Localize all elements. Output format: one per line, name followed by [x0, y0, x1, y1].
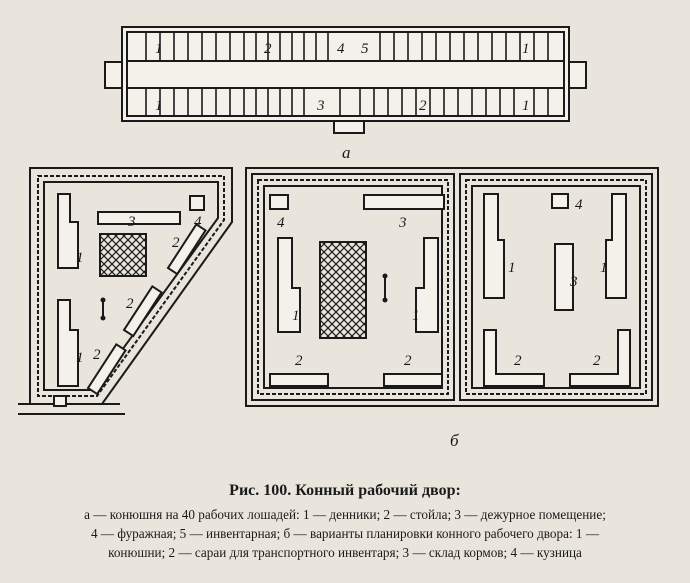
caption-line: 4 — фуражная; 5 — инвентарная; б — вариа…: [91, 526, 599, 541]
plan-b-label: 2: [93, 347, 101, 363]
shed: [483, 329, 545, 387]
well-icon: [382, 297, 388, 303]
stable-outer-wall: [121, 26, 570, 122]
plan-b-label: 4: [194, 214, 202, 230]
feed-store: [554, 243, 574, 311]
feed-store: [97, 211, 181, 225]
middle-inner-fence: [263, 185, 443, 389]
plan-a-label: 2: [264, 41, 272, 57]
plan-b-label: 3: [569, 274, 578, 290]
plan-a-stable: 1 2 4 5 1 1 3 2 1 а: [104, 26, 587, 162]
smithy: [189, 195, 205, 211]
shed: [166, 223, 207, 276]
smithy: [551, 193, 569, 209]
left-greenbelt: [37, 175, 225, 397]
plan-b-label: 2: [404, 353, 412, 369]
plan-b-label: 3: [398, 215, 407, 231]
stable-building: [57, 299, 79, 387]
plan-b-label: 1: [76, 350, 84, 366]
well-icon: [100, 297, 106, 303]
middle-outer-fence: [251, 173, 455, 401]
figure-title: Рис. 100. Конный рабочий двор:: [229, 482, 461, 499]
figure-caption: а — конюшня на 40 рабочих лошадей: 1 — д…: [8, 505, 682, 562]
caption-line: а — конюшня на 40 рабочих лошадей: 1 — д…: [84, 507, 606, 522]
well-icon: [100, 315, 106, 321]
left-inner-fence: [43, 181, 219, 391]
plan-a-label: 1: [155, 98, 163, 114]
plan-b-label: 1: [600, 260, 608, 276]
shed: [383, 373, 443, 387]
plan-a-label: 1: [522, 41, 530, 57]
shed: [122, 285, 163, 338]
plan-b-label: 2: [514, 353, 522, 369]
stable-door: [333, 120, 365, 134]
plan-b-right-group: 4 3 1 1 2 2 4 1 3 1 2 2 б: [245, 167, 659, 450]
plan-b-label: 2: [593, 353, 601, 369]
middle-greenbelt: [257, 179, 449, 395]
plan-b-label: 2: [295, 353, 303, 369]
plan-b-label: 2: [126, 296, 134, 312]
stable-building: [277, 237, 301, 333]
left-outer-fence: [29, 167, 233, 405]
stable-building: [415, 237, 439, 333]
manure-pad: [319, 241, 367, 339]
plan-b-label: 4: [575, 197, 583, 213]
plan-b-label: 1: [292, 308, 300, 324]
stalls-top-row: [145, 32, 549, 61]
caption-line: конюшни; 2 — сараи для транспортного инв…: [108, 545, 582, 560]
stable-building: [605, 193, 627, 299]
stable-west-vestibule: [104, 61, 123, 89]
shed: [86, 343, 127, 396]
right-outer-fence: [459, 173, 653, 401]
stalls-bottom-row: [145, 88, 549, 116]
plan-a-label: 2: [419, 98, 427, 114]
stable-east-vestibule: [568, 61, 587, 89]
feed-store: [363, 194, 445, 210]
plan-b-label: 1: [508, 260, 516, 276]
plan-b-left-variant: 3 4 1 2 2 1 2: [18, 167, 233, 415]
shed: [269, 373, 329, 387]
plan-b-label: 4: [277, 215, 285, 231]
plan-b-label: 3: [127, 214, 136, 230]
shed: [569, 329, 631, 387]
manure-pad: [99, 233, 147, 277]
stable-building: [57, 193, 79, 269]
right-greenbelt: [465, 179, 647, 395]
plan-b-sublabel: б: [450, 431, 459, 450]
well-icon: [382, 273, 388, 279]
smithy: [269, 194, 289, 210]
stable-inner-wall: [126, 31, 565, 117]
plan-a-label: 5: [361, 41, 369, 57]
plan-a-sublabel: а: [342, 143, 351, 162]
diagram-canvas: 1 2 4 5 1 1 3 2 1 а 3 4 1 2 2: [18, 26, 659, 450]
plan-a-label: 1: [522, 98, 530, 114]
outer-fence: [245, 167, 659, 407]
plan-b-label: 1: [76, 250, 84, 266]
gate-post: [53, 395, 67, 407]
plan-a-label: 3: [316, 98, 325, 114]
plan-a-label: 4: [337, 41, 345, 57]
plan-b-label: 2: [172, 235, 180, 251]
stable-building: [483, 193, 505, 299]
plan-b-label: 1: [412, 308, 420, 324]
right-inner-fence: [471, 185, 641, 389]
plan-a-label: 1: [155, 41, 163, 57]
